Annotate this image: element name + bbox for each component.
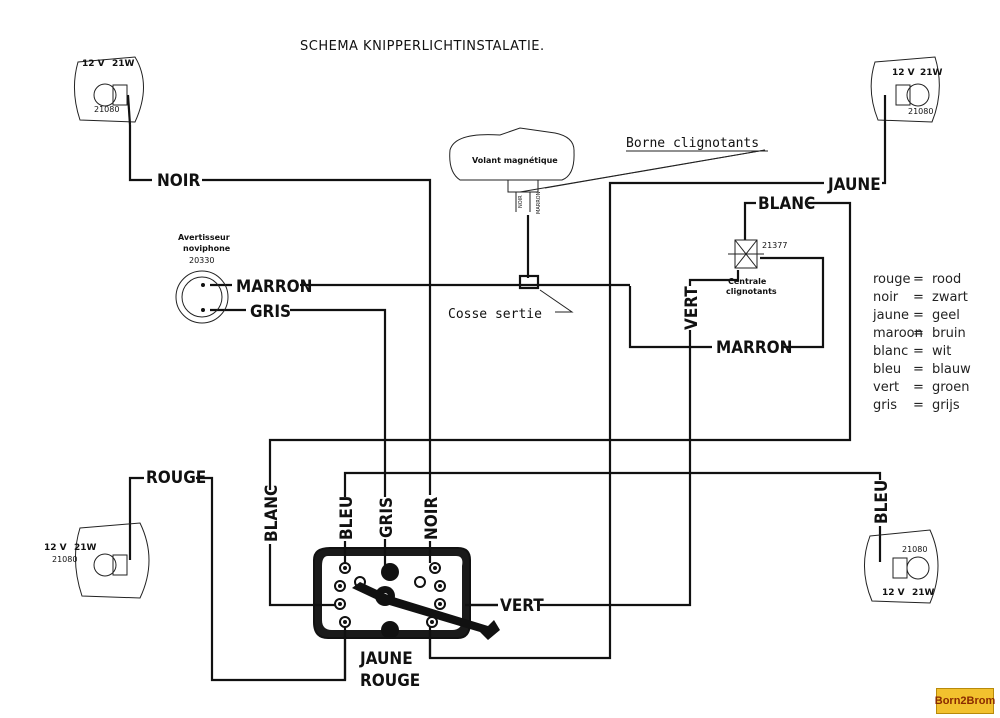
centrale-label-1: Centrale — [728, 277, 767, 286]
legend-fr: jaune — [872, 308, 909, 323]
lamp-rr-wattage: 21W — [912, 588, 935, 598]
label-rouge-bottom: ROUGE — [360, 671, 420, 691]
legend-fr: blanc — [873, 344, 908, 359]
born2brom-logo: Born2Brom — [935, 688, 995, 714]
lamp-fl-code: 21080 — [94, 105, 119, 114]
lamp-rr-voltage: 12 V — [882, 588, 905, 598]
lamp-fl-wattage: 21W — [112, 59, 135, 69]
legend-eq: = — [913, 380, 924, 395]
legend-eq: = — [913, 344, 924, 359]
diagram-title: SCHEMA KNIPPERLICHTINSTALATIE. — [300, 39, 545, 54]
lamp-front-left: 12 V 21W 21080 — [74, 56, 144, 126]
lamp-rr-code: 21080 — [902, 545, 927, 554]
legend-nl: geel — [932, 308, 960, 323]
label-noir-switch: NOIR — [422, 497, 442, 540]
centrale-label-2: clignotants — [726, 287, 777, 296]
centrale-clignotants: 21377 Centrale clignotants — [726, 239, 787, 296]
wire-rouge — [128, 476, 347, 682]
horn-label-2: noviphone — [183, 244, 231, 253]
volant-label: Volant magnétique — [472, 155, 558, 165]
wire-labels: NOIR JAUNE BLANC MARRON GRIS VERT MARRON… — [144, 168, 892, 691]
lamp-fl-voltage: 12 V — [82, 59, 105, 69]
label-bleu-switch: BLEU — [337, 496, 357, 540]
legend-fr: maroon — [873, 326, 923, 341]
label-gris-left: GRIS — [250, 302, 291, 322]
wire-gris — [210, 308, 387, 525]
cosse-sertie: Cosse sertie — [448, 274, 542, 322]
lamp-front-right: 12 V 21W 21080 — [870, 56, 943, 125]
label-noir-top: NOIR — [157, 171, 200, 191]
legend-eq: = — [913, 290, 924, 305]
legend-nl: zwart — [932, 290, 968, 305]
borne-clignotants: Borne clignotants — [626, 136, 768, 152]
legend-fr: gris — [873, 398, 897, 413]
lamp-rl-code: 21080 — [52, 555, 77, 564]
wire-blanc-right — [268, 201, 852, 607]
label-jaune-top: JAUNE — [827, 175, 881, 195]
label-vert-vertical: VERT — [682, 286, 702, 330]
lamp-fr-code: 21080 — [908, 107, 933, 116]
switch-block — [310, 539, 500, 680]
volant-terminal-marron: MARRON — [536, 191, 542, 214]
label-blanc-top: BLANC — [758, 194, 815, 214]
label-marron-left: MARRON — [236, 277, 312, 297]
color-legend: rouge=roodnoir=zwartjaune=geelmaroon=bru… — [872, 272, 971, 413]
wire-noir — [128, 125, 432, 525]
wire-jaune — [428, 125, 887, 660]
label-bleu-right: BLEU — [872, 480, 892, 524]
lamp-rl-voltage: 12 V — [44, 543, 67, 553]
avertisseur-horn: Avertisseur noviphone 20330 — [175, 233, 231, 324]
wire-centrale-marron — [628, 256, 825, 349]
volant-magnetique: Volant magnétique NOIR MARRON — [449, 127, 575, 214]
horn-label-1: Avertisseur — [178, 233, 230, 242]
label-vert-switch: VERT — [500, 596, 544, 616]
lamp-fr-voltage: 12 V — [892, 68, 915, 78]
centrale-code: 21377 — [762, 241, 787, 250]
legend-fr: vert — [873, 380, 899, 395]
legend-eq: = — [913, 398, 924, 413]
label-jaune-bottom: JAUNE — [359, 649, 413, 669]
lamp-rear-left: 12 V 21W 21080 — [44, 522, 150, 599]
horn-code: 20330 — [189, 256, 214, 265]
cosse-pointer — [539, 289, 574, 313]
legend-nl: blauw — [932, 362, 971, 377]
label-blanc-left: BLANC — [262, 485, 282, 542]
label-gris-switch: GRIS — [377, 497, 397, 538]
label-marron-right: MARRON — [716, 338, 792, 358]
lamp-rear-right: 12 V 21W 21080 — [863, 529, 939, 604]
borne-label: Borne clignotants — [626, 136, 759, 151]
legend-nl: grijs — [932, 398, 960, 413]
wire-vert — [465, 270, 740, 607]
legend-nl: bruin — [932, 326, 966, 341]
volant-terminal-noir: NOIR — [518, 195, 524, 208]
legend-nl: rood — [932, 272, 961, 287]
lamp-fr-wattage: 21W — [920, 68, 943, 78]
legend-eq: = — [913, 362, 924, 377]
legend-fr: rouge — [873, 272, 911, 287]
legend-fr: bleu — [873, 362, 901, 377]
legend-fr: noir — [873, 290, 899, 305]
legend-nl: groen — [932, 380, 970, 395]
legend-nl: wit — [932, 344, 951, 359]
legend-eq: = — [913, 308, 924, 323]
cosse-label: Cosse sertie — [448, 307, 542, 322]
legend-eq: = — [913, 326, 924, 341]
borne-pointer-2 — [519, 149, 766, 193]
label-rouge-left: ROUGE — [146, 468, 206, 488]
legend-eq: = — [913, 272, 924, 287]
lamp-rl-wattage: 21W — [74, 543, 97, 553]
